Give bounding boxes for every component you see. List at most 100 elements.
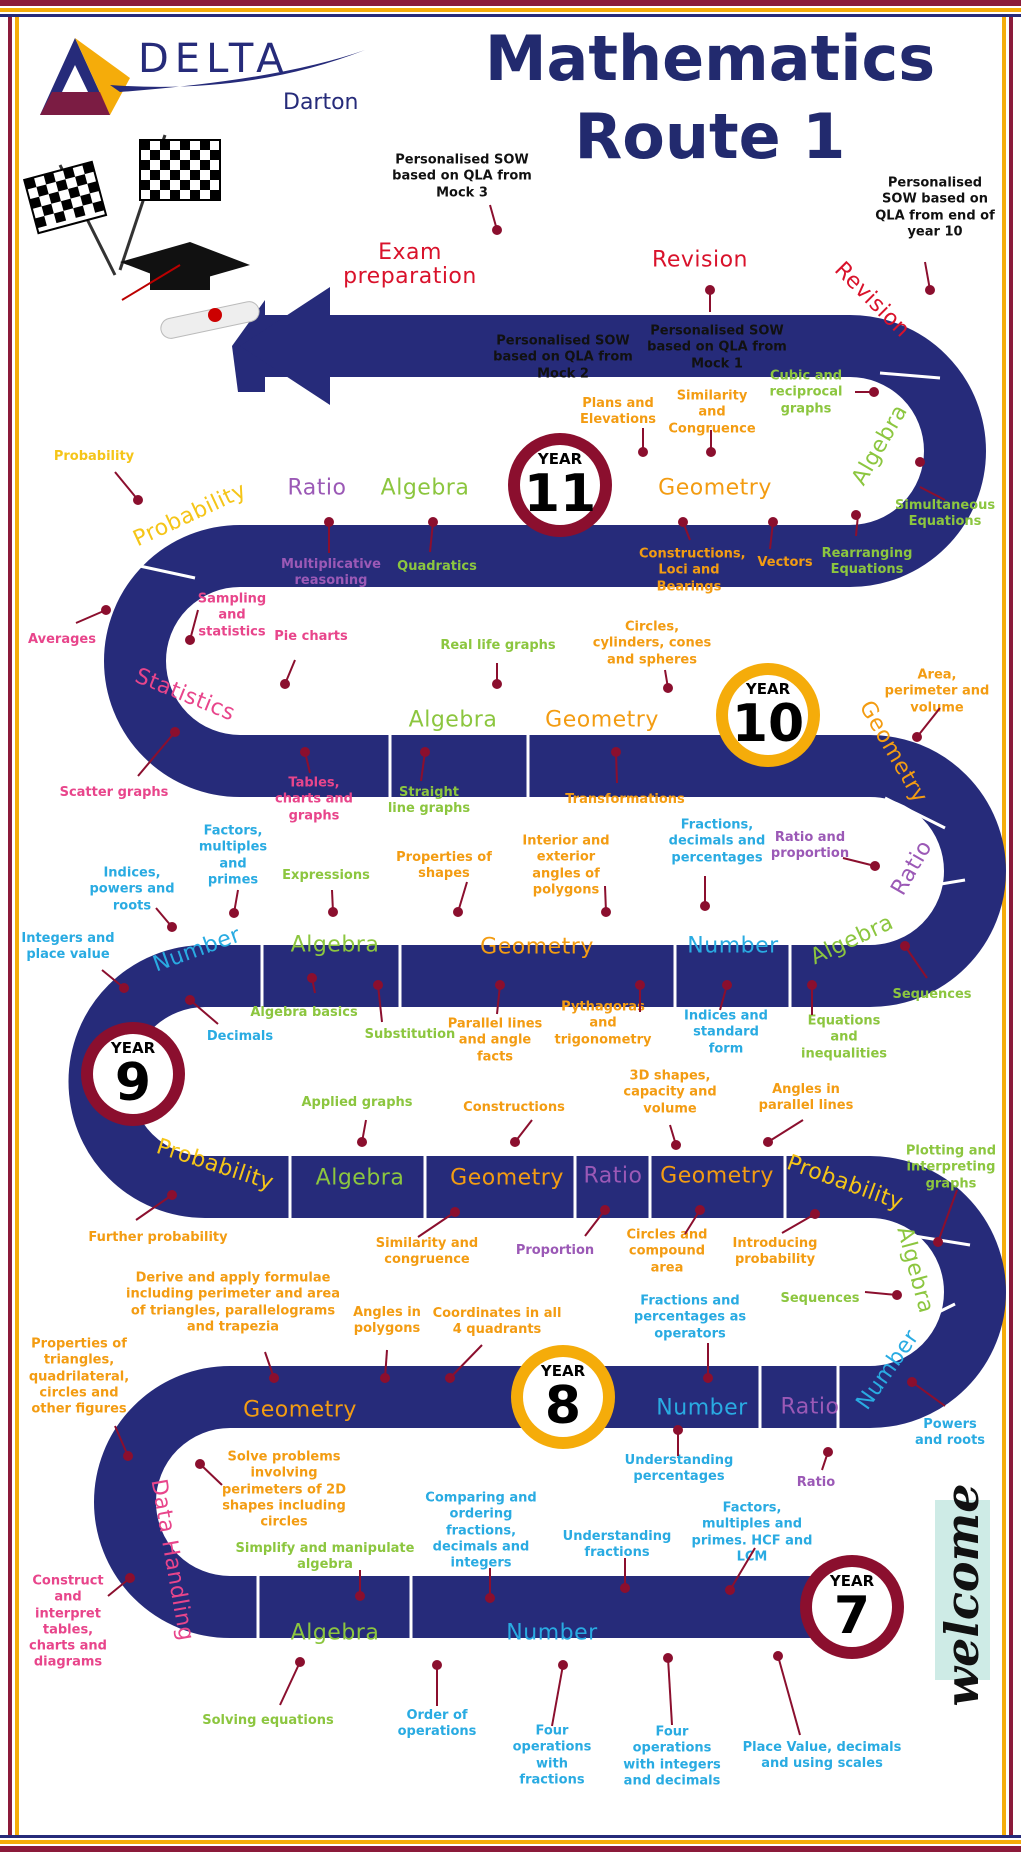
label-decimals: Decimals (206, 1028, 274, 1044)
year-11-label: YEAR (537, 450, 583, 468)
segment-geometry-y11: Geometry (658, 475, 772, 501)
label-coordinates-4-quadrants: Coordinates in all 4 quadrants (432, 1305, 562, 1337)
label-indices-standard-form: Indices and standard form (684, 1008, 768, 1057)
year-7-number: 7 (833, 1586, 871, 1646)
label-algebra-basics: Algebra basics (250, 1004, 358, 1020)
label-understanding-fractions: Understanding fractions (562, 1528, 672, 1560)
label-multiplicative-reasoning: Multiplicative reasoning (281, 556, 381, 588)
label-four-operations-integers: Four operations with integers and decima… (623, 1724, 721, 1789)
label-circles-compound-area: Circles and compound area (626, 1227, 708, 1276)
label-straight-line-graphs: Straight line graphs (387, 784, 471, 816)
label-applied-graphs: Applied graphs (301, 1094, 413, 1110)
segment-ratio-y8-b: Ratio (780, 1394, 840, 1420)
label-parallel-lines: Parallel lines and angle facts (447, 1016, 543, 1065)
label-probability-y11: Probability (53, 448, 135, 464)
year-9-number: 9 (114, 1053, 152, 1113)
year-8-number: 8 (544, 1376, 582, 1436)
label-angles-in-polygons: Angles in polygons (353, 1304, 421, 1336)
segment-algebra-y11: Algebra (380, 475, 470, 501)
segment-revision: Revision (652, 247, 748, 273)
segment-geometry-y10-long: Geometry (480, 934, 594, 960)
label-further-probability: Further probability (88, 1229, 228, 1245)
page-subtitle: Route 1 (574, 100, 846, 173)
label-four-operations-fractions: Four operations with fractions (512, 1723, 592, 1788)
label-simultaneous-equations: Simultaneous Equations (895, 497, 996, 529)
segment-geometry-y10: Geometry (545, 707, 659, 733)
delta-logo (40, 38, 365, 115)
label-substitution: Substitution (364, 1026, 456, 1042)
label-sampling-statistics: Sampling and statistics (197, 591, 267, 640)
welcome-backdrop (935, 1500, 990, 1680)
label-constructions-loci: Constructions, Loci and Bearings (639, 546, 746, 595)
label-pie-charts: Pie charts (274, 628, 348, 644)
year-11-number: 11 (523, 464, 597, 524)
segment-algebra-y8: Algebra (315, 1165, 405, 1191)
label-comparing-ordering: Comparing and ordering fractions, decima… (425, 1490, 537, 1571)
label-fractions-percentages-operators: Fractions and percentages as operators (633, 1293, 747, 1342)
page-title: Mathematics (484, 22, 936, 95)
label-factors-hcf-lcm: Factors, multiples and primes. HCF and L… (691, 1500, 813, 1565)
segment-ratio-y11: Ratio (287, 475, 347, 501)
label-3d-shapes: 3D shapes, capacity and volume (623, 1068, 717, 1117)
segment-geometry-y7: Geometry (243, 1397, 357, 1423)
segment-algebra-y10: Algebra (408, 707, 498, 733)
label-sequences-y10: Sequences (892, 986, 972, 1002)
label-simplify-algebra: Simplify and manipulate algebra (235, 1540, 415, 1572)
label-transformations: Transformations (565, 791, 685, 807)
label-tables-charts-graphs: Tables, charts and graphs (275, 775, 353, 824)
label-plans-elevations: Plans and Elevations (580, 395, 656, 427)
label-ratio-y7: Ratio (796, 1474, 836, 1490)
label-introducing-probability: Introducing probability (732, 1235, 818, 1267)
label-derive-formulae: Derive and apply formulae including peri… (126, 1270, 340, 1335)
segment-algebra-y7: Algebra (290, 1620, 380, 1646)
label-sow-mock3: Personalised SOW based on QLA from Mock … (392, 152, 532, 201)
year-9-label: YEAR (110, 1039, 156, 1057)
label-rearranging-equations: Rearranging Equations (821, 545, 913, 577)
logo-text: DELTA (138, 36, 290, 82)
label-vectors: Vectors (757, 554, 813, 570)
segment-number-y8: Number (656, 1395, 748, 1421)
label-proportion: Proportion (515, 1242, 595, 1258)
label-sow-end-year10: Personalised SOW based on QLA from end o… (875, 175, 995, 240)
label-equations-inequalities: Equations and inequalities (801, 1013, 887, 1062)
segment-algebra-y9: Algebra (290, 932, 380, 958)
label-order-of-operations: Order of operations (397, 1707, 477, 1739)
label-understanding-percentages: Understanding percentages (624, 1452, 734, 1484)
label-construct-interpret-tables: Construct and interpret tables, charts a… (29, 1573, 107, 1670)
year-8-label: YEAR (540, 1362, 586, 1380)
label-ratio-proportion: Ratio and proportion (770, 829, 850, 861)
segment-number-y7: Number (506, 1620, 598, 1646)
label-place-value-scales: Place Value, decimals and using scales (742, 1739, 902, 1771)
segment-exam-preparation: Exam preparation (343, 239, 477, 289)
label-powers-roots: Powers and roots (914, 1416, 986, 1448)
label-constructions-y9: Constructions (463, 1099, 565, 1115)
label-similarity-congruence-y11: Similarity and Congruence (668, 388, 756, 437)
road-path (68, 315, 1006, 1638)
label-averages: Averages (28, 631, 96, 647)
welcome-text: welcome (935, 1483, 989, 1707)
label-properties-of-shapes: Properties of shapes (396, 849, 492, 881)
segment-number-y10: Number (687, 933, 779, 959)
label-pythagoras: Pythagoras and trigonometry (554, 999, 652, 1048)
finish-flags-icon (22, 134, 260, 339)
label-quadratics: Quadratics (397, 558, 477, 574)
segment-geometry-y8-b: Geometry (660, 1163, 774, 1189)
label-area-perimeter-volume: Area, perimeter and volume (884, 667, 990, 716)
label-sow-mock2: Personalised SOW based on QLA from Mock … (493, 333, 633, 382)
label-properties-triangles: Properties of triangles, quadrilateral, … (28, 1336, 130, 1417)
year-10-label: YEAR (745, 680, 791, 698)
label-fractions-decimals-percentages: Fractions, decimals and percentages (668, 817, 766, 866)
label-indices-powers-roots: Indices, powers and roots (89, 865, 175, 914)
segment-dividers (134, 371, 971, 1639)
label-integers-place-value: Integers and place value (21, 930, 115, 962)
segment-geometry-y8: Geometry (450, 1165, 564, 1191)
year-10-number: 10 (731, 694, 805, 754)
